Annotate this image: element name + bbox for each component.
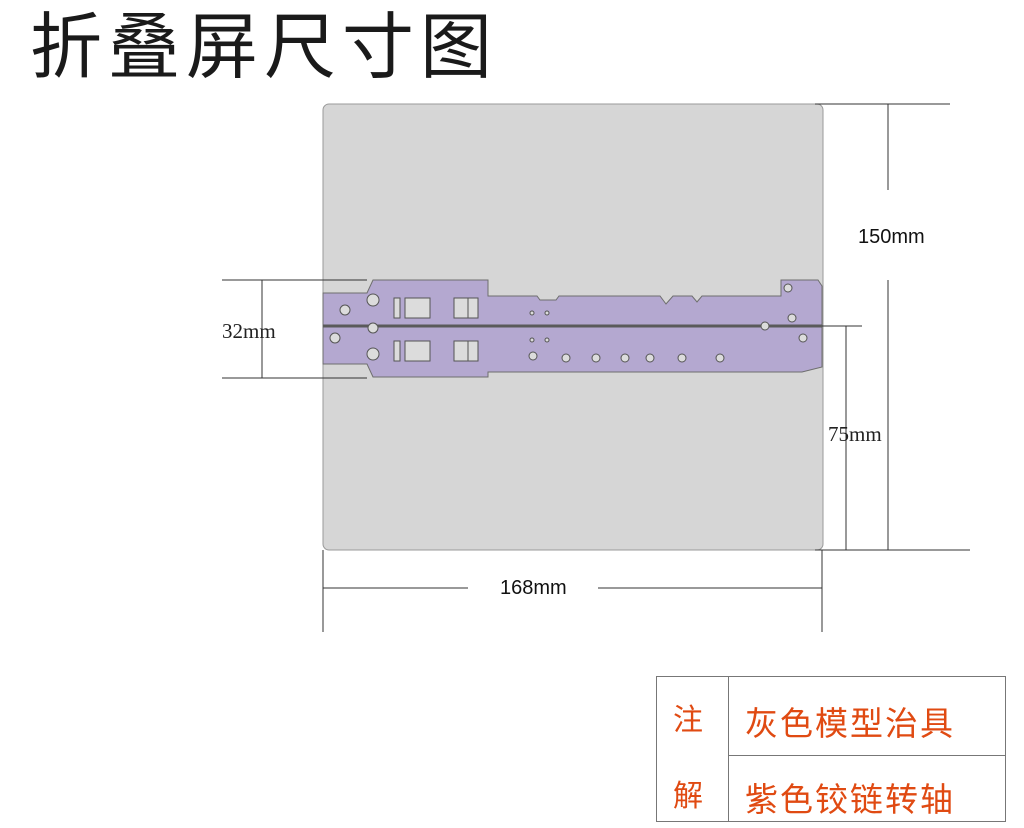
- hinge-holes: [329, 283, 808, 363]
- dimension-half-height-label: 75mm: [828, 422, 882, 446]
- hinge-slots: [393, 297, 479, 362]
- dimension-width-label: 168mm: [500, 577, 567, 599]
- dimension-lines: [222, 103, 970, 632]
- legend-left-column: [657, 677, 729, 821]
- legend-row-divider: [729, 755, 1005, 756]
- legend-purple-item: 紫色铰链转轴: [745, 780, 955, 819]
- legend-zhu-label: 注: [673, 703, 703, 738]
- legend-jie-label: 解: [673, 779, 703, 814]
- legend-table: 注 解 灰色模型治具 紫色铰链转轴: [656, 676, 1006, 822]
- dimension-hinge-width-label: 32mm: [222, 319, 276, 343]
- page-title: 折叠屏尺寸图: [30, 5, 499, 89]
- legend-gray-item: 灰色模型治具: [745, 704, 955, 743]
- purple-hinge: [322, 279, 823, 378]
- dimension-height-label: 150mm: [858, 226, 925, 248]
